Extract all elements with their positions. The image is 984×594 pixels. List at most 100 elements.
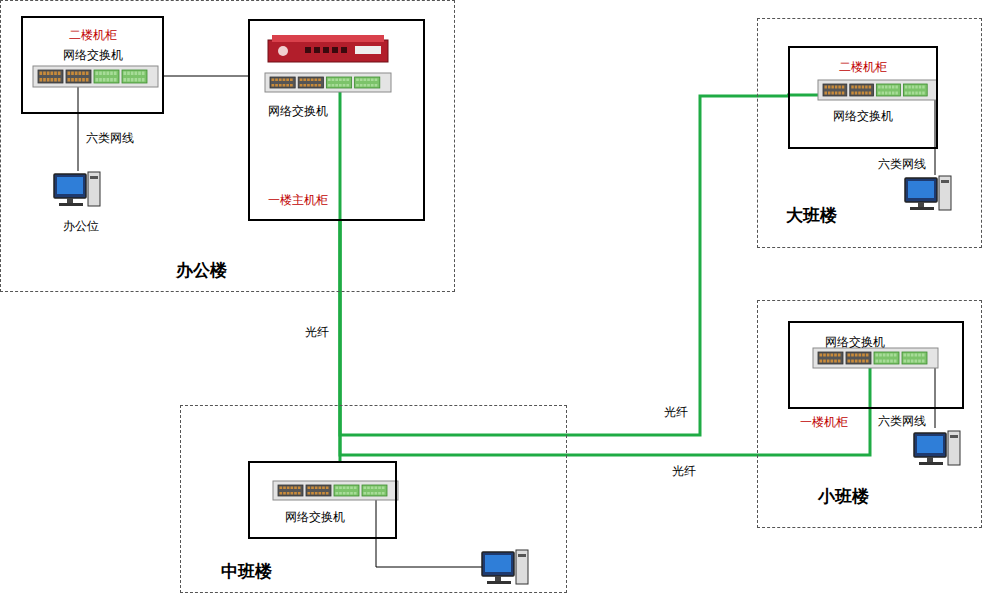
art-shape <box>79 78 82 82</box>
art-shape <box>298 487 301 490</box>
art-shape <box>350 492 353 495</box>
art-shape <box>371 487 374 490</box>
art-shape <box>138 78 141 82</box>
building-region: 小班楼网络交换机一楼机柜 <box>757 300 982 528</box>
art-shape <box>308 487 311 490</box>
art-shape <box>343 487 346 490</box>
art-shape <box>818 352 843 364</box>
art-shape <box>485 555 511 572</box>
art-shape <box>278 485 303 496</box>
building-name: 办公楼 <box>176 260 227 280</box>
art-shape <box>878 86 880 89</box>
art-shape <box>890 360 893 363</box>
art-shape <box>382 487 385 490</box>
art-shape <box>315 84 318 87</box>
art-shape <box>828 86 830 89</box>
cabinet-name: 二楼机柜 <box>23 28 162 42</box>
art-shape <box>347 487 350 490</box>
art-shape <box>876 360 879 363</box>
art-shape <box>79 72 82 76</box>
art-shape <box>367 487 370 490</box>
art-shape <box>831 354 834 357</box>
art-shape <box>346 79 349 82</box>
art-shape <box>842 86 844 89</box>
art-shape <box>43 72 46 76</box>
art-shape <box>58 72 61 76</box>
art-shape <box>99 78 102 82</box>
art-shape <box>336 487 339 490</box>
art-shape <box>356 84 359 87</box>
art-shape <box>912 92 914 95</box>
art-shape <box>838 360 841 363</box>
art-shape <box>38 70 63 83</box>
art-shape <box>919 462 943 465</box>
building-region: 中班楼网络交换机 <box>180 405 567 593</box>
art-shape <box>885 86 887 89</box>
art-shape <box>876 354 879 357</box>
art-shape <box>487 581 511 584</box>
art-shape <box>283 492 286 495</box>
art-shape <box>283 79 286 82</box>
art-shape <box>99 72 102 76</box>
art-shape <box>378 492 381 495</box>
switch-icon <box>33 66 158 87</box>
art-shape <box>326 77 351 88</box>
art-shape <box>272 84 275 87</box>
art-shape <box>298 492 301 495</box>
art-shape <box>318 84 321 87</box>
art-shape <box>882 86 884 89</box>
fiber-link <box>340 221 870 455</box>
device-name: 办公位 <box>46 219 116 233</box>
art-shape <box>300 84 303 87</box>
art-shape <box>846 352 871 364</box>
art-shape <box>343 79 346 82</box>
art-shape <box>894 360 897 363</box>
device-name: 网络交换机 <box>790 109 936 123</box>
art-shape <box>287 492 290 495</box>
fiber-link <box>340 96 788 435</box>
art-shape <box>286 79 289 82</box>
art-shape <box>300 79 303 82</box>
art-shape <box>303 79 306 82</box>
art-shape <box>905 178 937 202</box>
art-shape <box>914 433 946 457</box>
art-shape <box>127 78 130 82</box>
art-shape <box>103 72 106 76</box>
switch-icon <box>813 348 938 368</box>
art-shape <box>922 360 925 363</box>
art-shape <box>275 84 278 87</box>
art-shape <box>303 84 306 87</box>
art-shape <box>273 481 398 500</box>
art-shape <box>59 203 83 206</box>
art-shape <box>918 354 921 357</box>
art-shape <box>911 360 914 363</box>
art-shape <box>334 485 359 496</box>
art-shape <box>135 72 138 76</box>
art-shape <box>831 86 833 89</box>
art-shape <box>948 431 960 465</box>
art-shape <box>874 352 899 364</box>
art-shape <box>858 92 860 95</box>
art-shape <box>922 354 925 357</box>
art-shape <box>94 70 119 83</box>
art-shape <box>371 492 374 495</box>
art-shape <box>332 84 335 87</box>
art-shape <box>375 84 378 87</box>
art-shape <box>311 79 314 82</box>
art-shape <box>869 92 871 95</box>
art-shape <box>902 352 927 364</box>
art-shape <box>915 354 918 357</box>
art-shape <box>86 72 89 76</box>
computer-icon <box>905 176 951 210</box>
art-shape <box>142 72 145 76</box>
device-name: 网络交换机 <box>285 510 345 524</box>
art-shape <box>835 92 837 95</box>
art-shape <box>339 84 342 87</box>
cable-label: 六类网线 <box>876 414 928 428</box>
art-shape <box>314 47 320 53</box>
art-shape <box>326 492 329 495</box>
art-shape <box>107 72 110 76</box>
art-shape <box>879 360 882 363</box>
art-shape <box>51 72 54 76</box>
art-shape <box>823 84 847 96</box>
